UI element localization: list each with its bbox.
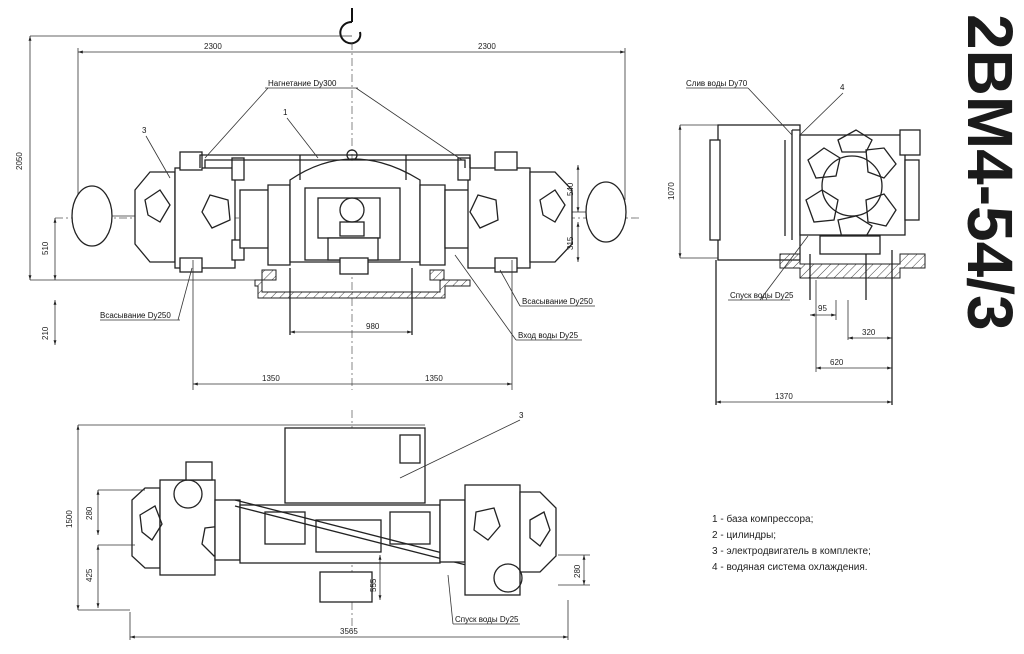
dim-plan-280-right: 280: [573, 564, 582, 578]
ref-1: 1: [283, 108, 288, 117]
label-suction-left: Всасывание Dy250: [100, 311, 171, 320]
label-suction-right: Всасывание Dy250: [522, 297, 593, 306]
side-view: 1070 95 320 620 1370 Слив: [667, 79, 926, 405]
label-water-drain-bottom: Спуск воды Dy25: [730, 291, 794, 300]
dim-side-height: 1070: [667, 182, 676, 200]
dim-base-width: 980: [366, 322, 380, 331]
dim-plan-425: 425: [85, 568, 94, 582]
dim-620: 620: [830, 358, 844, 367]
ref-4: 4: [840, 83, 845, 92]
dim-axis-height: 510: [41, 241, 50, 255]
crane-hook-icon: [339, 8, 362, 45]
legend-item-2: 2 - цилиндры;: [712, 530, 776, 541]
legend-item-1: 1 - база компрессора;: [712, 513, 813, 525]
drawing-title: 2ВМ4-54/3: [954, 14, 1024, 331]
legend: 1 - база компрессора; 2 - цилиндры; 3 - …: [712, 513, 871, 573]
dim-plan-total-height: 1500: [65, 510, 74, 528]
label-discharge: Нагнетание Dy300: [268, 79, 337, 88]
dim-left-span: 2300: [204, 42, 222, 51]
dim-height: 2050: [15, 152, 24, 170]
dim-cyl-a: 540: [566, 182, 575, 196]
plan-view: 1500 280 425 555 280 3565 Спуск воды Dy2…: [65, 410, 590, 640]
label-water-in: Вход воды Dy25: [518, 331, 579, 340]
dim-half-right: 1350: [425, 374, 443, 383]
dim-320: 320: [862, 328, 876, 337]
ref-3-plan: 3: [519, 411, 524, 420]
dim-plan-280: 280: [85, 506, 94, 520]
dim-cyl-b: 315: [566, 236, 575, 250]
dim-95: 95: [818, 304, 827, 313]
dim-plan-555: 555: [369, 578, 378, 592]
dim-half-left: 1350: [262, 374, 280, 383]
legend-item-4: 4 - водяная система охлаждения.: [712, 562, 868, 573]
front-view: 2300 2300 2050 510 210: [15, 8, 640, 390]
label-plan-water-drain: Спуск воды Dy25: [455, 615, 519, 624]
ref-3: 3: [142, 126, 147, 135]
dim-right-span: 2300: [478, 42, 496, 51]
dim-foundation-depth: 210: [41, 326, 50, 340]
legend-item-3: 3 - электродвигатель в комплекте;: [712, 546, 871, 557]
dim-plan-length: 3565: [340, 627, 358, 636]
label-water-drain-top: Слив воды Dy70: [686, 79, 748, 88]
dim-side-width: 1370: [775, 392, 793, 401]
